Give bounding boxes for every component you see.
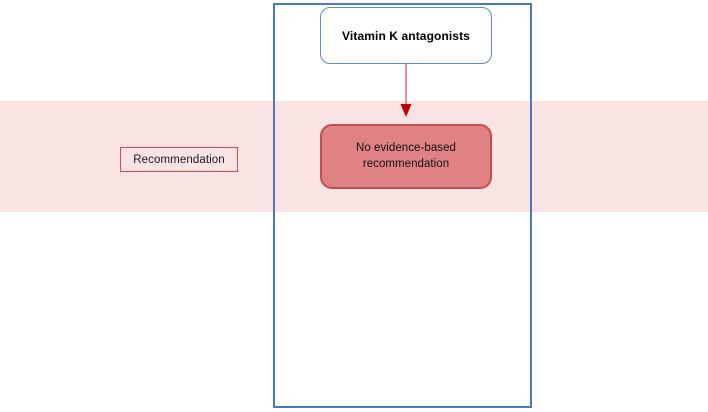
node-no-evidence-based-recommendation-label: No evidence-based recommendation [356, 141, 456, 172]
node-vitamin-k-antagonists-label: Vitamin K antagonists [342, 28, 470, 43]
node-red-label-line-1: No evidence-based [356, 141, 456, 154]
legend-recommendation-label: Recommendation [133, 153, 225, 166]
node-no-evidence-based-recommendation: No evidence-based recommendation [320, 124, 492, 189]
node-vitamin-k-antagonists: Vitamin K antagonists [320, 7, 492, 64]
legend-recommendation-key: Recommendation [120, 147, 238, 172]
node-red-label-line-2: recommendation [362, 157, 450, 170]
treatment-column-container [273, 3, 532, 408]
